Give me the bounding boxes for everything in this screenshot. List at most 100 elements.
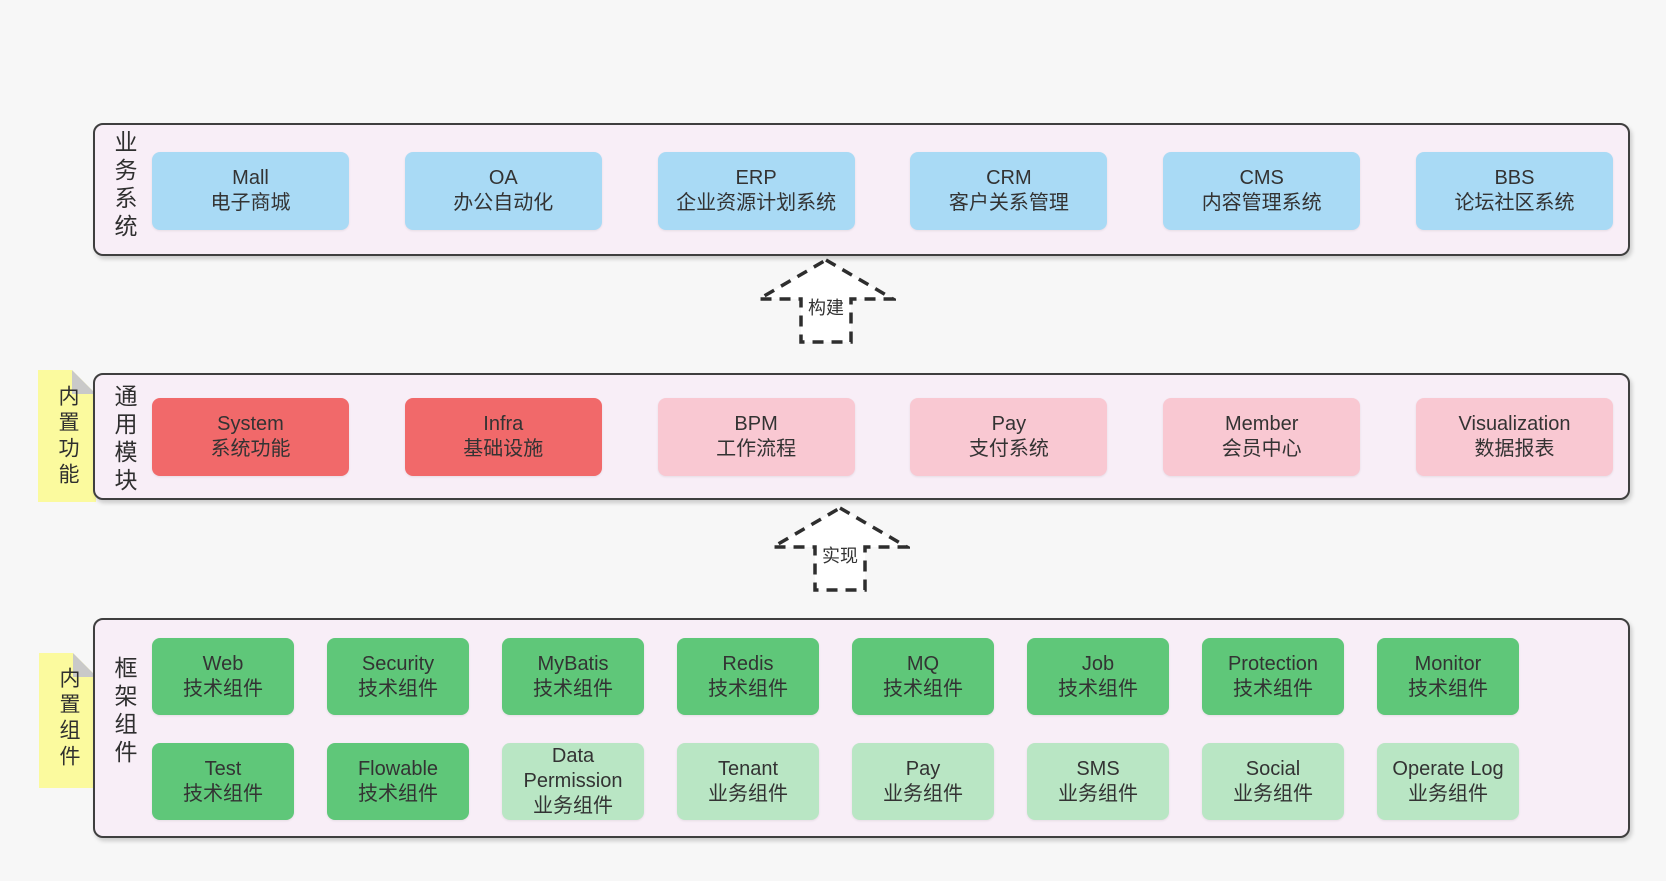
component-name: BBS [1494, 167, 1535, 189]
build-arrow: 构建 [756, 257, 896, 345]
component-name: Security [361, 652, 435, 675]
component-box: ERP 企业资源计划系统 [657, 152, 855, 230]
component-desc: 数据报表 [1474, 438, 1555, 460]
component-name: CRM [986, 167, 1032, 189]
component-box: Pay 业务组件 [852, 743, 994, 820]
component-box: Tenant 业务组件 [677, 743, 819, 820]
component-name: Member [1225, 413, 1299, 435]
component-desc: 论坛社区系统 [1454, 192, 1575, 214]
component-desc: 支付系统 [968, 438, 1049, 460]
component-name: Pay [905, 757, 941, 780]
component-desc: 技术组件 [708, 677, 788, 700]
component-box: Infra 基础设施 [404, 398, 602, 476]
build-arrow-label: 构建 [805, 293, 847, 321]
component-name: OA [488, 167, 518, 189]
component-name: Data Permission [523, 745, 623, 792]
component-name: Pay [991, 413, 1027, 435]
component-name: Operate Log [1392, 757, 1504, 780]
component-box: Security 技术组件 [327, 638, 469, 715]
component-desc: 客户关系管理 [948, 192, 1069, 214]
component-name: Flowable [357, 757, 439, 780]
component-name: MyBatis [537, 652, 609, 675]
component-desc: 业务组件 [1233, 782, 1313, 805]
implement-arrow: 实现 [770, 505, 910, 593]
component-box: Operate Log 业务组件 [1377, 743, 1519, 820]
component-desc: 技术组件 [1233, 677, 1313, 700]
component-name: MQ [906, 652, 940, 675]
component-box: Monitor 技术组件 [1377, 638, 1519, 715]
component-box: Social 业务组件 [1202, 743, 1344, 820]
sticky-note-label: 内置功能 [56, 385, 79, 489]
component-box: Mall 电子商城 [152, 152, 349, 230]
component-desc: 内容管理系统 [1201, 192, 1322, 214]
component-box: System 系统功能 [152, 398, 349, 476]
component-desc: 会员中心 [1221, 438, 1302, 460]
component-name: CMS [1239, 167, 1284, 189]
component-box: SMS 业务组件 [1027, 743, 1169, 820]
component-desc: 业务组件 [1058, 782, 1138, 805]
component-box: MQ 技术组件 [852, 638, 994, 715]
component-name: Protection [1227, 652, 1319, 675]
component-name: Redis [722, 652, 774, 675]
component-desc: 业务组件 [533, 795, 613, 817]
component-desc: 业务组件 [708, 782, 788, 805]
component-box: Web 技术组件 [152, 638, 294, 715]
component-box: Test 技术组件 [152, 743, 294, 820]
section-common-modules: 通用模块 System 系统功能 Infra 基础设施 BPM 工作流程 Pay… [93, 373, 1630, 500]
component-desc: 技术组件 [533, 677, 613, 700]
component-name: BPM [734, 413, 778, 435]
component-desc: 业务组件 [883, 782, 963, 805]
section-label-business-systems: 业务系统 [111, 130, 137, 242]
component-box: OA 办公自动化 [404, 152, 602, 230]
component-name: SMS [1076, 757, 1120, 780]
component-name: Job [1081, 652, 1115, 675]
component-desc: 基础设施 [463, 438, 544, 460]
component-desc: 工作流程 [716, 438, 797, 460]
component-desc: 业务组件 [1408, 782, 1488, 805]
component-name: Social [1245, 757, 1301, 780]
component-name: Web [202, 652, 244, 675]
component-box: CRM 客户关系管理 [910, 152, 1108, 230]
component-box: Data Permission 业务组件 [502, 743, 644, 820]
component-desc: 企业资源计划系统 [676, 192, 837, 214]
component-desc: 电子商城 [210, 192, 291, 214]
component-box: BBS 论坛社区系统 [1415, 152, 1613, 230]
component-desc: 办公自动化 [453, 192, 554, 214]
component-desc: 技术组件 [183, 677, 263, 700]
framework-components-row-2: Test 技术组件 Flowable 技术组件 Data Permission … [152, 743, 1613, 820]
component-box: Job 技术组件 [1027, 638, 1169, 715]
section-label-framework-components: 框架组件 [111, 656, 137, 768]
component-box: CMS 内容管理系统 [1163, 152, 1361, 230]
component-name: Tenant [717, 757, 779, 780]
implement-arrow-label: 实现 [819, 541, 861, 569]
component-box: Flowable 技术组件 [327, 743, 469, 820]
business-systems-row: Mall 电子商城 OA 办公自动化 ERP 企业资源计划系统 CRM 客户关系… [152, 152, 1613, 230]
component-name: ERP [735, 167, 777, 189]
component-name: Monitor [1414, 652, 1482, 675]
component-name: System [217, 413, 284, 435]
component-desc: 技术组件 [1058, 677, 1138, 700]
component-desc: 技术组件 [358, 782, 438, 805]
component-name: Mall [232, 167, 269, 189]
component-box: Member 会员中心 [1163, 398, 1361, 476]
component-box: Protection 技术组件 [1202, 638, 1344, 715]
component-box: BPM 工作流程 [657, 398, 855, 476]
section-framework-components: 框架组件 Web 技术组件 Security 技术组件 MyBatis 技术组件… [93, 618, 1630, 838]
section-label-common-modules: 通用模块 [111, 384, 137, 496]
component-desc: 技术组件 [883, 677, 963, 700]
component-desc: 技术组件 [1408, 677, 1488, 700]
component-desc: 技术组件 [358, 677, 438, 700]
component-name: Infra [483, 413, 524, 435]
component-desc: 技术组件 [183, 782, 263, 805]
common-modules-row: System 系统功能 Infra 基础设施 BPM 工作流程 Pay 支付系统… [152, 398, 1613, 476]
component-box: Redis 技术组件 [677, 638, 819, 715]
component-box: Pay 支付系统 [910, 398, 1108, 476]
sticky-note-builtin-features: 内置功能 [38, 370, 96, 502]
sticky-note-label: 内置组件 [57, 667, 80, 771]
component-name: Visualization [1458, 413, 1571, 435]
sticky-note-builtin-components: 内置组件 [39, 653, 97, 788]
component-box: Visualization 数据报表 [1415, 398, 1613, 476]
framework-components-row-1: Web 技术组件 Security 技术组件 MyBatis 技术组件 Redi… [152, 638, 1613, 715]
component-box: MyBatis 技术组件 [502, 638, 644, 715]
